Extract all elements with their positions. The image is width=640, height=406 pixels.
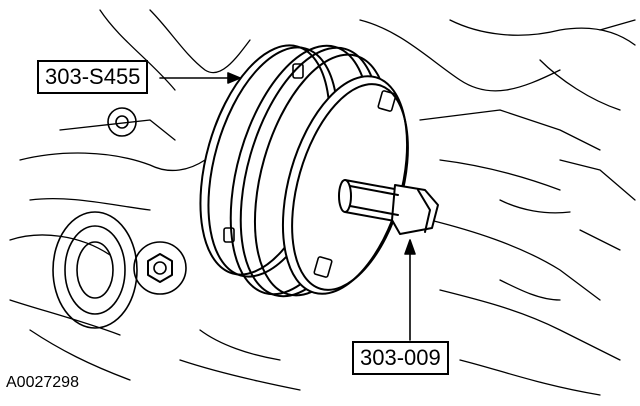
engine-background (9, 9, 636, 396)
center-bolt (338, 179, 439, 235)
figure-id: A0027298 (6, 374, 79, 391)
small-bolt-top-left (107, 107, 137, 137)
hex-bolt-head (133, 241, 187, 295)
leader-arrows (159, 72, 416, 341)
puller-studs (223, 63, 397, 278)
callout-303-009: 303-009 (352, 341, 449, 375)
belt-pulley-left (52, 211, 138, 329)
callout-303-S455: 303-S455 (37, 60, 149, 94)
